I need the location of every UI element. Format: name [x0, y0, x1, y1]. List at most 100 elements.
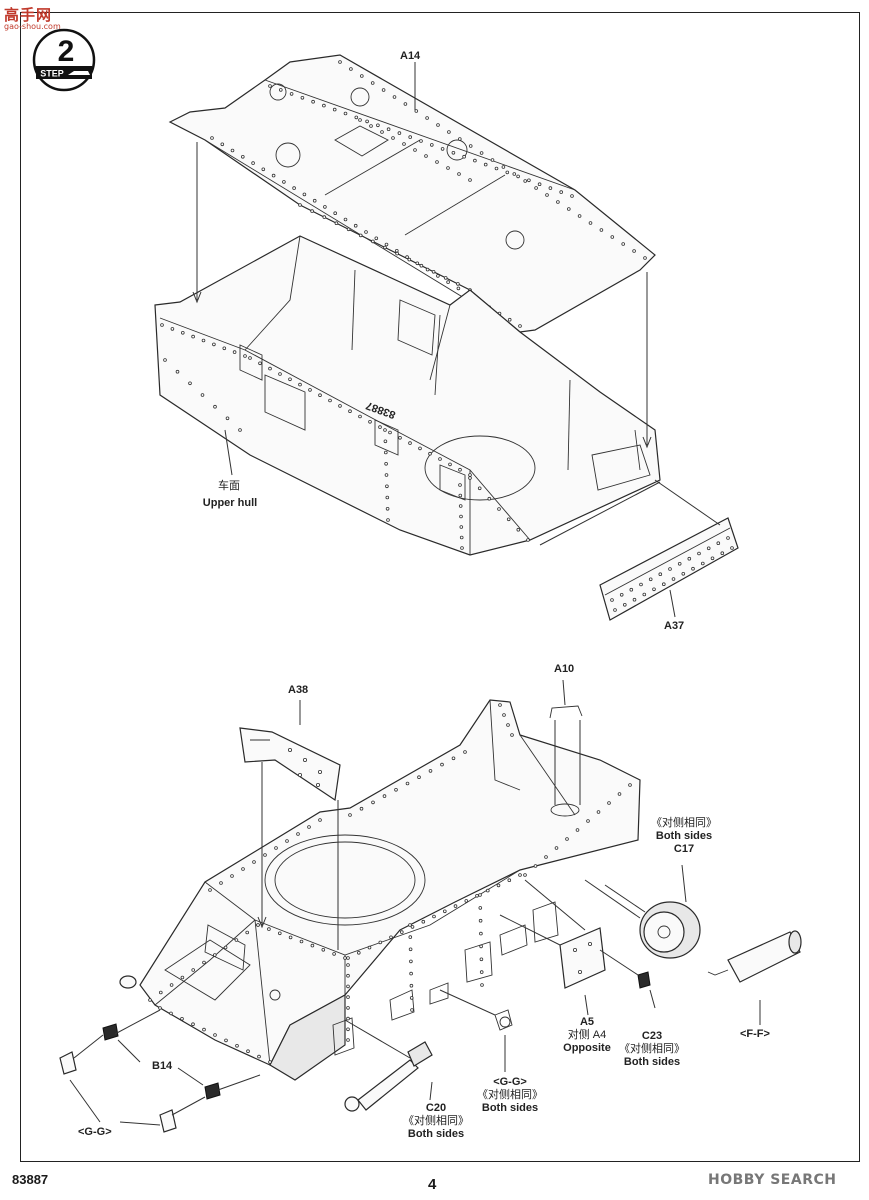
rivet — [632, 249, 636, 253]
rivet — [188, 381, 192, 386]
rivet — [463, 750, 467, 754]
rivet — [376, 123, 380, 128]
rivet — [443, 276, 448, 280]
step-label: STEP — [40, 69, 64, 79]
rivet — [263, 853, 267, 857]
rivet — [617, 792, 622, 796]
rivet — [398, 435, 402, 440]
rivet — [559, 190, 563, 194]
rivet — [310, 943, 315, 948]
rivet — [370, 81, 375, 85]
rivet — [230, 148, 235, 153]
rivet — [468, 473, 472, 477]
rivet — [225, 416, 230, 421]
rivet — [333, 211, 338, 216]
rivet — [148, 998, 152, 1002]
rivet — [468, 178, 472, 182]
rivet — [457, 172, 461, 176]
rivet — [252, 860, 256, 864]
rivet — [298, 203, 302, 207]
rivet — [629, 587, 634, 592]
rivet — [201, 338, 206, 343]
rivet — [446, 280, 450, 284]
rivet — [328, 398, 332, 403]
label-b14: B14 — [152, 1060, 173, 1072]
label-a38: A38 — [288, 684, 309, 696]
rivet — [348, 409, 352, 414]
rivet — [358, 414, 362, 419]
rivet — [586, 819, 590, 823]
rivet — [468, 144, 473, 148]
rivet — [480, 983, 484, 987]
rivet — [446, 166, 450, 170]
rivet — [506, 517, 511, 522]
rivet — [440, 762, 444, 767]
rivet — [378, 940, 383, 945]
rivet — [371, 239, 375, 244]
part-c20 — [344, 1019, 433, 1112]
rivet — [458, 483, 462, 487]
rivet — [384, 242, 389, 247]
rivet — [223, 945, 228, 950]
rivet — [668, 567, 672, 571]
rivet — [299, 939, 304, 944]
rivet — [632, 597, 637, 602]
rivet — [485, 888, 490, 893]
rivet — [338, 404, 342, 408]
rivet — [409, 971, 413, 976]
rivet — [691, 566, 695, 571]
rivet — [349, 67, 353, 71]
rivet — [234, 938, 239, 942]
rivet — [431, 269, 436, 274]
upper-hull-rivets — [160, 323, 530, 550]
arrow-a37-2 — [654, 479, 721, 526]
rivet — [346, 1027, 350, 1032]
rivet — [300, 96, 305, 100]
rivet — [160, 323, 164, 327]
rivet — [388, 430, 392, 435]
rivet — [523, 179, 527, 183]
rivet — [408, 935, 413, 939]
arrow-head-a14-right — [642, 436, 652, 449]
rivet — [700, 561, 705, 566]
rivet — [610, 235, 615, 239]
rivet — [479, 151, 484, 155]
rivet — [577, 214, 582, 218]
label-gg-right-cn: 《对侧相同》 — [477, 1089, 543, 1101]
rivet — [537, 182, 542, 187]
label-gg-right: <G-G> — [493, 1076, 527, 1088]
rivet — [224, 1038, 228, 1043]
rivet — [212, 342, 216, 347]
rivet — [346, 963, 350, 967]
part-lower-hull — [139, 699, 641, 1081]
rivet — [518, 324, 522, 328]
rivet — [464, 899, 469, 903]
rivet — [385, 495, 390, 500]
rivet — [622, 602, 627, 607]
rivet — [394, 249, 399, 253]
rivet — [235, 1044, 239, 1048]
rivet — [483, 162, 488, 167]
rivet — [395, 251, 399, 256]
rivet — [312, 198, 317, 203]
rivet — [202, 960, 206, 965]
rivet — [368, 419, 372, 424]
rivet — [369, 124, 373, 128]
rivet — [479, 970, 484, 974]
leader-a37 — [669, 589, 676, 618]
rivet — [475, 893, 479, 898]
label-a5: A5 — [579, 1016, 595, 1028]
rivet — [458, 467, 462, 472]
rivet — [671, 577, 676, 581]
rivet — [343, 956, 347, 960]
rivet — [298, 382, 302, 387]
part-a14-plate — [168, 54, 656, 333]
rivet — [191, 1022, 195, 1026]
rivet — [399, 930, 404, 934]
label-a5-cn: 对侧 A4 — [567, 1029, 607, 1041]
label-gg-left: <G-G> — [78, 1126, 112, 1138]
arrow-head-a14-left — [192, 291, 202, 304]
rivet — [408, 947, 413, 952]
label-gg-right-en: Both sides — [481, 1102, 539, 1114]
product-number: 83887 — [12, 1172, 49, 1187]
